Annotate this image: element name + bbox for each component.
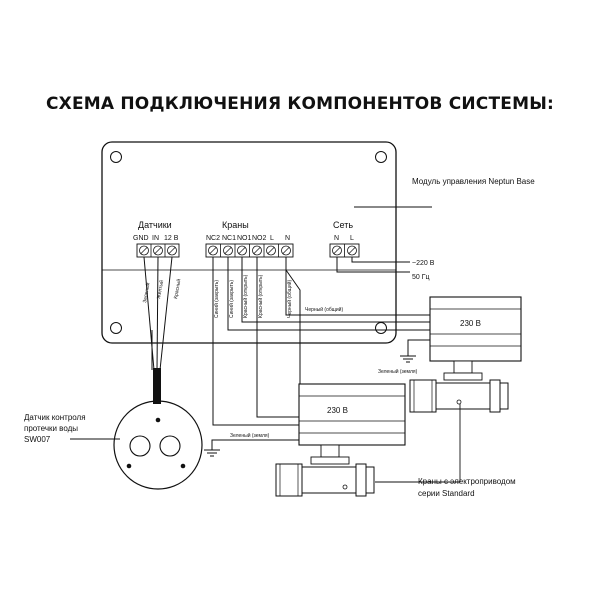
sensor-wire-label-red: Красный [172, 278, 182, 299]
valve-terminal-no2: NO2 [252, 235, 267, 242]
power-leads [336, 257, 410, 273]
sensor-wire-label-yellow: Желтый [155, 279, 165, 299]
leak-sensor [113, 400, 203, 490]
sensor-terminal-block [136, 243, 180, 258]
valve-terminal-n: N [285, 235, 290, 242]
lower-valve-ground [204, 439, 299, 457]
lower-valve [275, 383, 406, 497]
upper-valve [409, 296, 522, 413]
valve-terminal-nc1: NC1 [222, 235, 236, 242]
sensor-terminal-in: IN [152, 235, 159, 242]
module-label: Модуль управления Neptun Base [412, 177, 535, 186]
valve-wires [212, 257, 430, 426]
sensor-label-line-3: SW007 [24, 435, 51, 444]
sensor-cable-sheath [153, 368, 161, 404]
sensors-group-label: Датчики [138, 220, 172, 230]
power-terminal-l: L [350, 235, 354, 242]
upper-valve-voltage: 230 В [460, 319, 481, 328]
upper-valve-ground [400, 339, 430, 363]
upper-valve-ground-label: Зеленый (земля) [378, 368, 418, 375]
valves-leader-lines [375, 404, 461, 483]
valve-wire-label-no1: Красный (открыть) [242, 274, 249, 318]
valves-label-line-2: серии Standard [418, 489, 475, 498]
power-voltage-label: ~220 В [412, 260, 435, 267]
control-module-box [101, 141, 397, 344]
valves-group-label: Краны [222, 220, 249, 230]
valve-wire-label-n: Черный (общий) [286, 280, 293, 318]
valves-label-line-1: Краны с электроприводом [418, 477, 516, 486]
sensor-terminal-12v: 12 В [164, 235, 179, 242]
valve-terminal-block [205, 243, 294, 258]
common-wire-label: Черный (общий) [305, 306, 343, 313]
sensor-wires [143, 256, 173, 371]
valve-terminal-nc2: NC2 [206, 235, 220, 242]
sensor-label-line-1: Датчик контроля [24, 413, 86, 422]
power-group-label: Сеть [333, 220, 353, 230]
valve-wire-label-nc1: Синий (закрыть) [228, 280, 235, 318]
power-terminal-block [329, 243, 360, 258]
valve-wire-label-no2: Красный (открыть) [257, 274, 264, 318]
power-terminal-n: N [334, 235, 339, 242]
page-title: СХЕМА ПОДКЛЮЧЕНИЯ КОМПОНЕНТОВ СИСТЕМЫ: [45, 94, 555, 114]
lower-valve-ground-label: Зеленый (земля) [230, 432, 270, 439]
valve-terminal-l: L [270, 235, 274, 242]
sensor-terminal-gnd: GND [133, 235, 149, 242]
valve-wire-label-nc2: Синий (закрыть) [213, 280, 220, 318]
lower-valve-voltage: 230 В [327, 406, 348, 415]
valve-terminal-no1: NO1 [237, 235, 252, 242]
sensor-label-line-2: протечки воды [24, 424, 78, 433]
sensor-wire-label-green: Зеленый [141, 282, 151, 304]
power-frequency-label: 50 Гц [412, 274, 430, 281]
